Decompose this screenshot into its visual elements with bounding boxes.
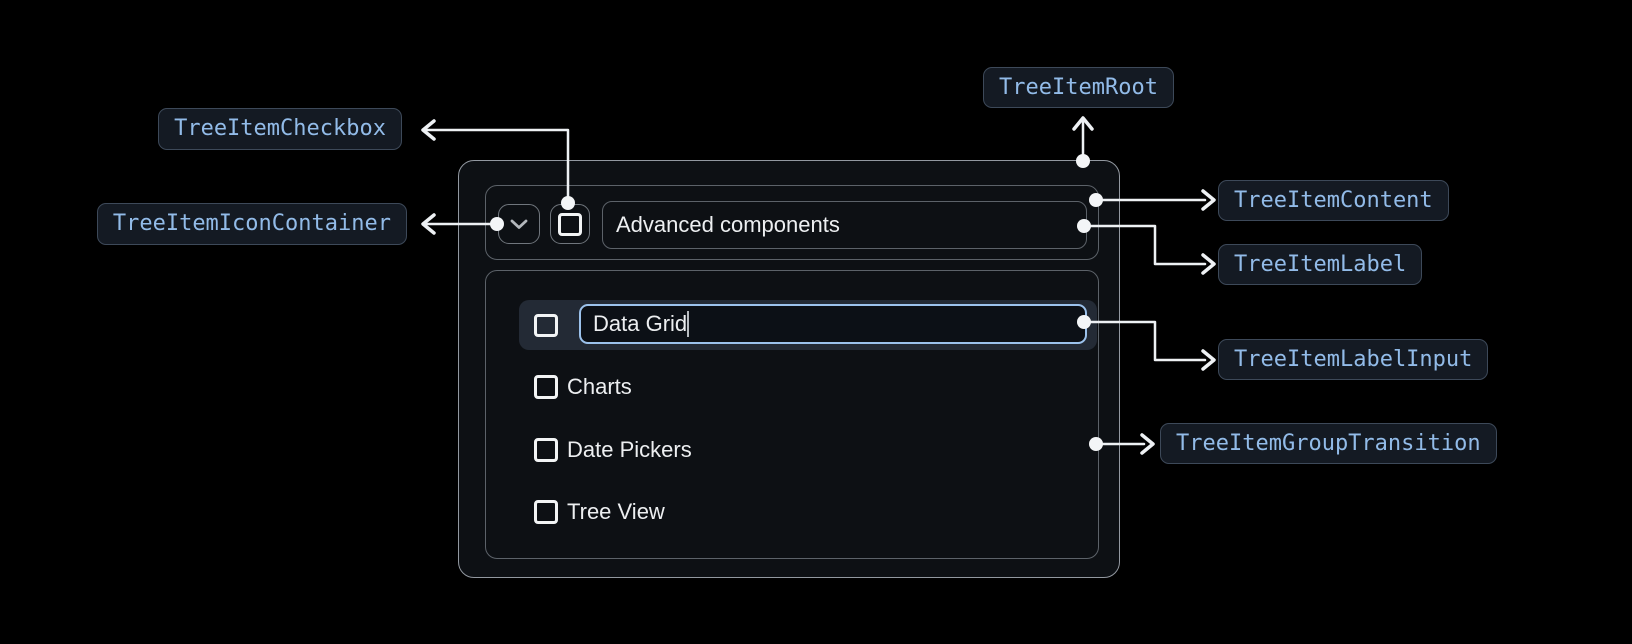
annotation-tree-item-icon-container: TreeItemIconContainer <box>96 203 407 245</box>
text-caret <box>687 311 689 337</box>
tree-item-label-text: Date Pickers <box>567 437 692 462</box>
tree-item-row-editing[interactable] <box>519 300 1097 350</box>
tree-item-label-input-wrap <box>579 304 1087 344</box>
tree-item-root: Advanced components Charts Date Pickers <box>458 160 1120 578</box>
annotation-tree-item-label: TreeItemLabel <box>1218 244 1423 285</box>
annotation-tree-item-label-input: TreeItemLabelInput <box>1218 339 1489 380</box>
tree-item-label-text: Advanced components <box>616 212 840 237</box>
tree-item-icon-container[interactable] <box>498 204 540 244</box>
checkbox-unchecked-icon[interactable] <box>534 438 558 462</box>
checkbox-unchecked-icon <box>558 212 582 236</box>
tree-item-group-transition: Charts Date Pickers Tree View <box>485 270 1099 559</box>
annotation-tree-item-checkbox: TreeItemCheckbox <box>158 108 402 150</box>
tree-item-content[interactable]: Advanced components <box>485 185 1099 260</box>
tree-item-label-text: Charts <box>567 374 632 399</box>
checkbox-unchecked-icon[interactable] <box>534 375 558 399</box>
tree-item-label-text: Tree View <box>567 499 665 524</box>
tree-item-checkbox[interactable] <box>550 204 590 244</box>
checkbox-unchecked-icon[interactable] <box>534 500 558 524</box>
annotation-tree-item-group-transition: TreeItemGroupTransition <box>1160 423 1497 464</box>
chevron-down-icon <box>510 219 528 230</box>
annotation-tree-item-root: TreeItemRoot <box>983 67 1174 108</box>
tree-item-label-input[interactable] <box>579 304 1087 344</box>
tree-item-label[interactable]: Advanced components <box>602 201 1087 249</box>
checkbox-unchecked-icon[interactable] <box>534 314 558 337</box>
annotation-tree-item-content: TreeItemContent <box>1218 180 1449 221</box>
tree-item-row[interactable]: Charts <box>534 375 632 399</box>
tree-item-row[interactable]: Tree View <box>534 500 665 524</box>
tree-item-row[interactable]: Date Pickers <box>534 438 692 462</box>
